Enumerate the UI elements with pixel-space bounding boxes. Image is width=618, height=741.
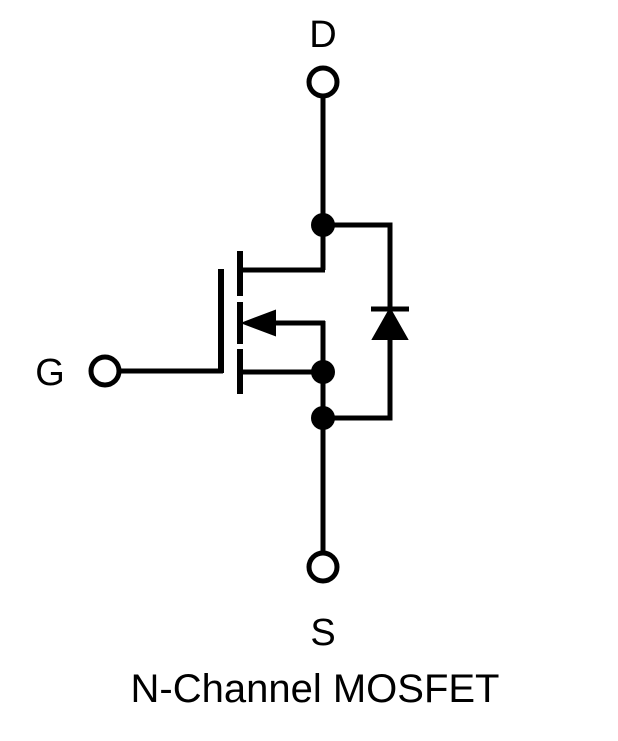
drain-label: D (309, 14, 336, 56)
channel-arrow-icon (240, 309, 276, 337)
junction-dot-drain (311, 213, 335, 237)
junction-dot-body (311, 360, 335, 384)
diagram-caption: N-Channel MOSFET (131, 667, 500, 711)
diode-triangle-icon (371, 306, 409, 340)
junction-dot-source (311, 406, 335, 430)
source-label: S (310, 612, 335, 654)
gate-terminal (88, 354, 122, 388)
diode-branch-wire (323, 222, 393, 421)
drain-terminal (306, 65, 340, 99)
gate-label: G (35, 352, 65, 394)
source-terminal (306, 550, 340, 584)
